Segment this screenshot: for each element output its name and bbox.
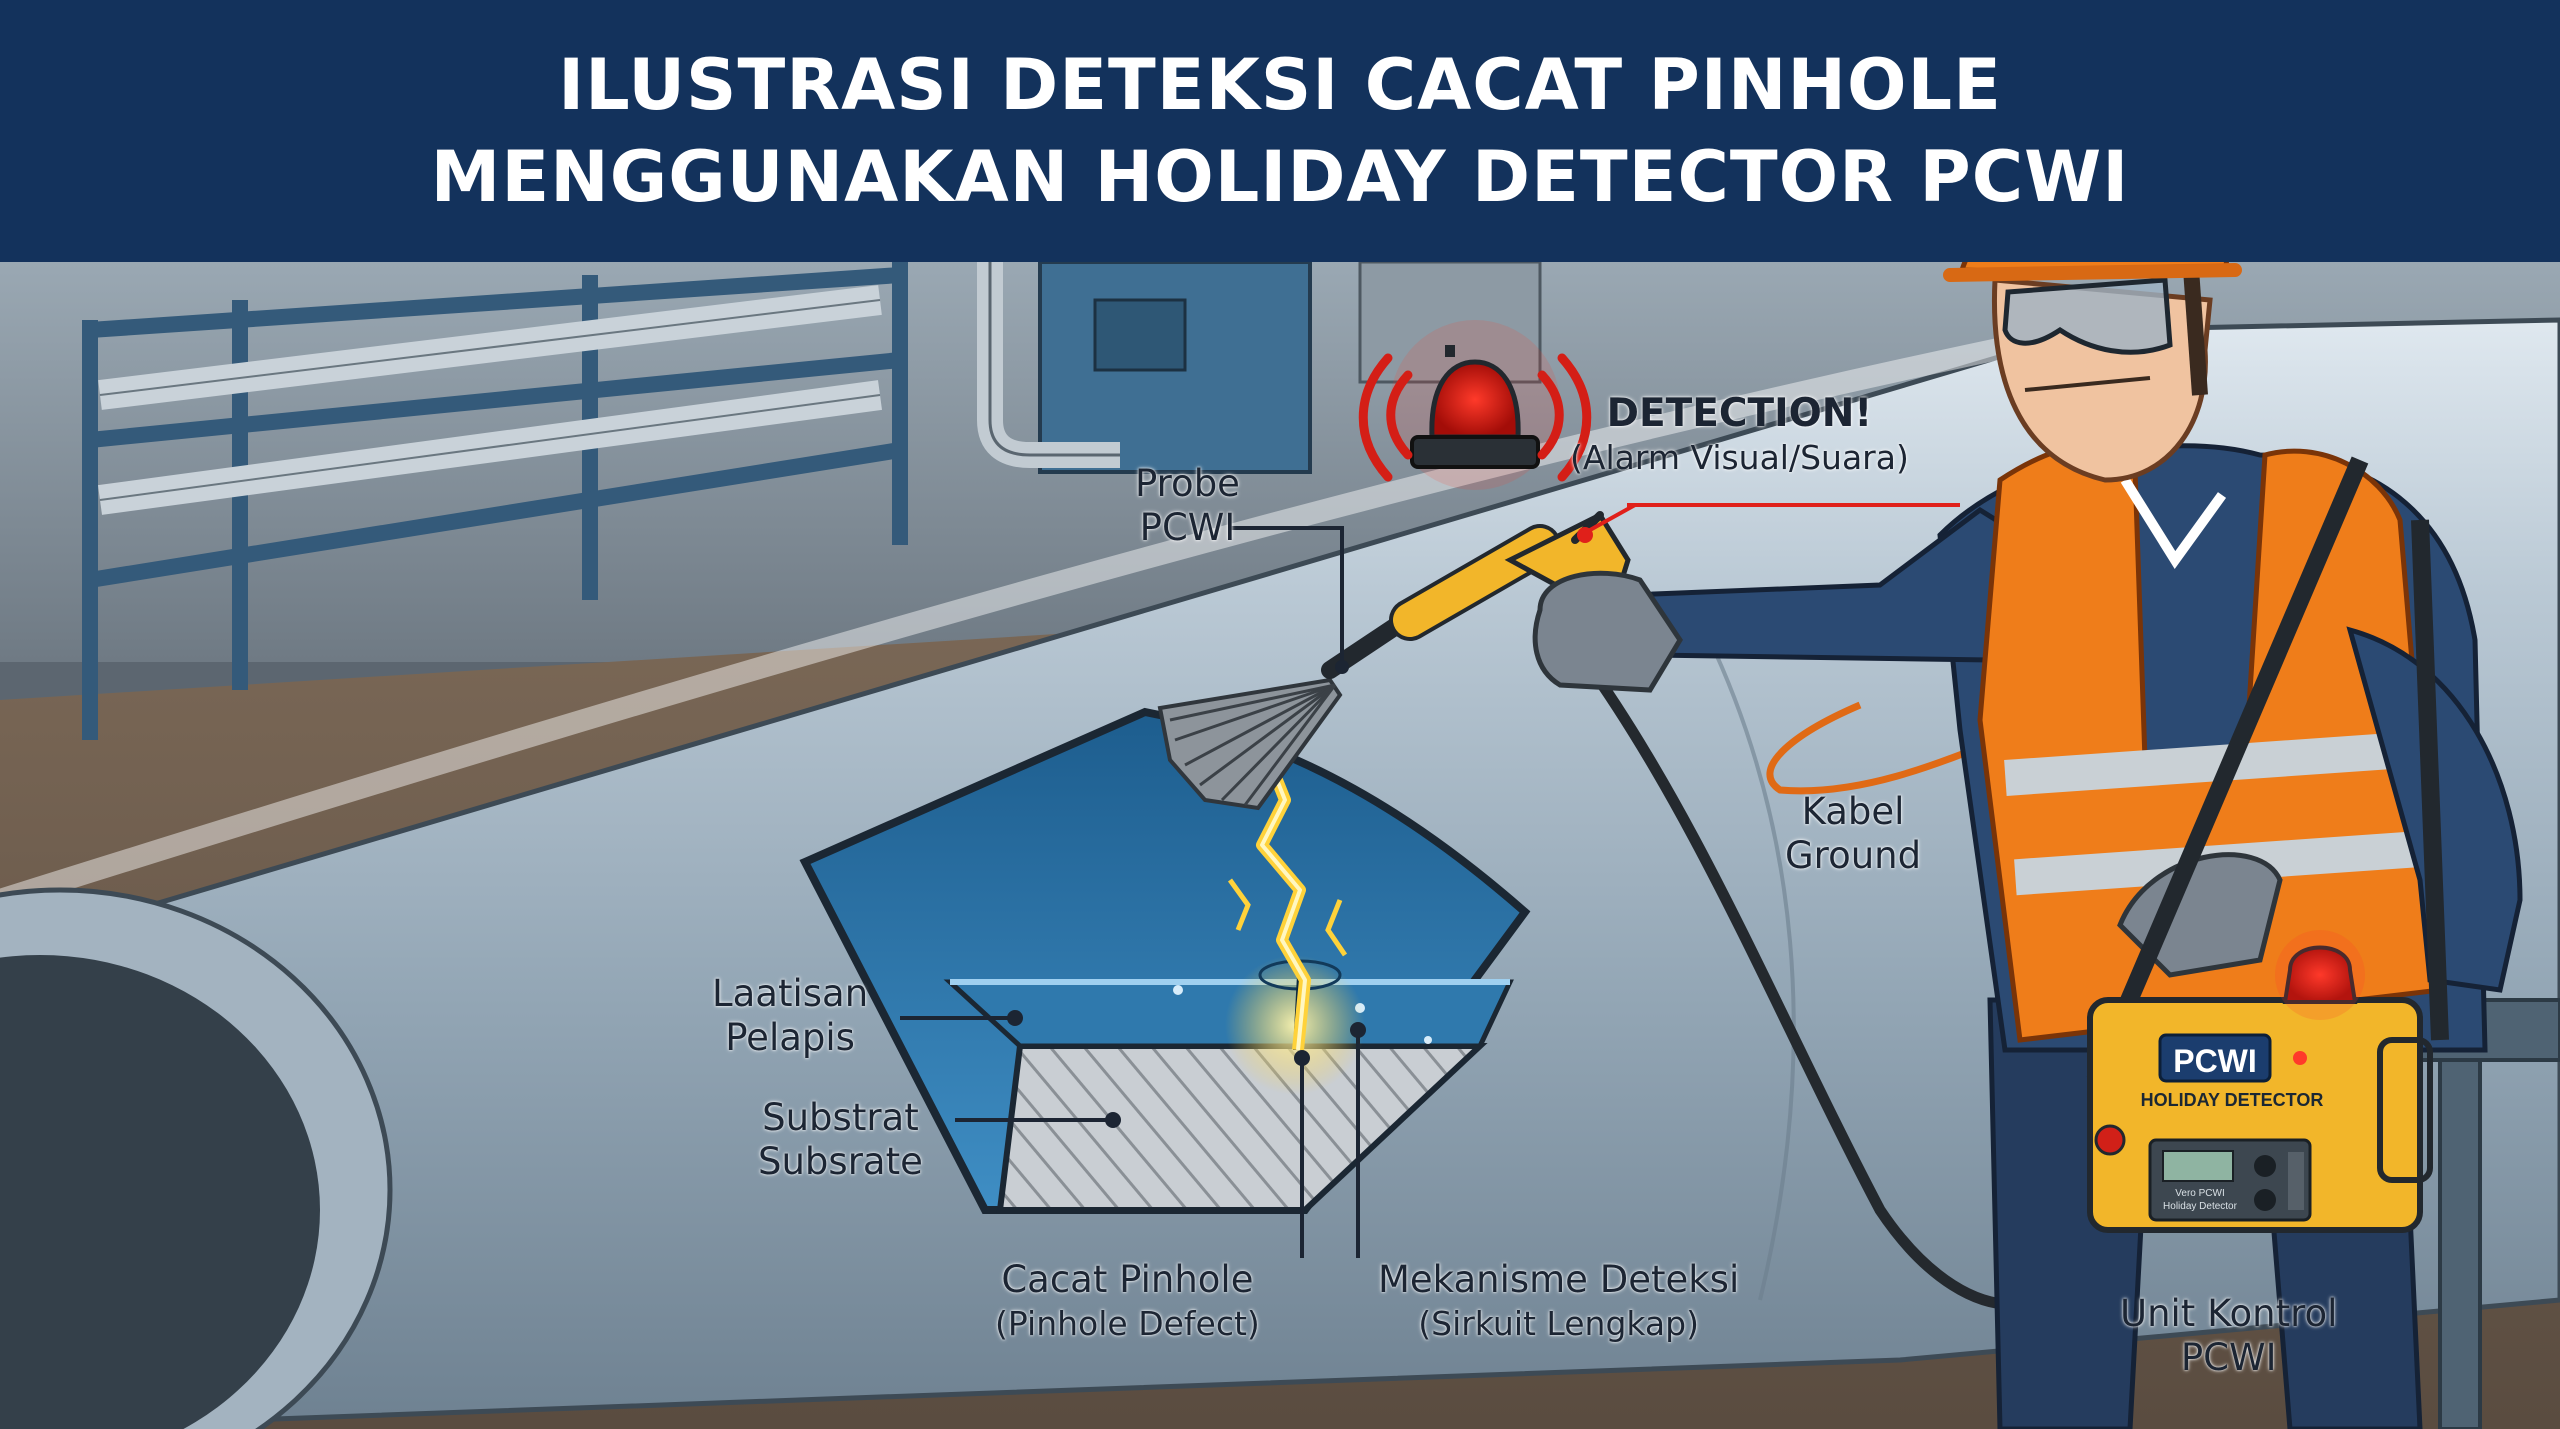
coating-label-line2: Pelapis bbox=[725, 1016, 855, 1059]
pinhole-defect-label-line2: (Pinhole Defect) bbox=[995, 1304, 1260, 1343]
control-unit-label: Unit Kontrol PCWI bbox=[2120, 1292, 2337, 1380]
ground-cable-label-line1: Kabel bbox=[1801, 790, 1905, 833]
illustration-scene: PCWI HOLIDAY DETECTOR Vero PCWI Holiday … bbox=[0, 262, 2560, 1429]
leader-lines bbox=[900, 503, 1960, 1258]
device-brand-text: PCWI bbox=[2173, 1043, 2257, 1079]
control-unit-label-line1: Unit Kontrol bbox=[2120, 1292, 2338, 1335]
safety-goggles-icon bbox=[2002, 277, 2173, 355]
pinhole-defect-label-line1: Cacat Pinhole bbox=[1001, 1258, 1254, 1301]
ground-cable-label: Kabel Ground bbox=[1785, 790, 1921, 878]
detection-mechanism-label-line1: Mekanisme Deteksi bbox=[1378, 1258, 1740, 1301]
probe-brush bbox=[1157, 677, 1343, 811]
rack-pipes bbox=[97, 285, 883, 515]
alarm-beacon-icon bbox=[1358, 320, 1592, 490]
title-line-1: ILUSTRASI DETEKSI CACAT PINHOLE bbox=[558, 44, 2002, 126]
alarm-label: DETECTION! (Alarm Visual/Suara) bbox=[1570, 392, 1909, 480]
device-panel-text-1: Vero PCWI bbox=[2175, 1188, 2224, 1199]
substrate-label-line2: Subsrate bbox=[758, 1140, 923, 1183]
coating-label: Laatisan Pelapis bbox=[712, 972, 868, 1060]
probe-label: Probe PCWI bbox=[1135, 462, 1240, 550]
device-model-text: HOLIDAY DETECTOR bbox=[2141, 1090, 2324, 1110]
title-banner: ILUSTRASI DETEKSI CACAT PINHOLE MENGGUNA… bbox=[0, 0, 2560, 262]
probe-label-line1: Probe bbox=[1135, 462, 1240, 505]
alarm-label-line2: (Alarm Visual/Suara) bbox=[1570, 438, 1909, 477]
device-panel-text-2: Holiday Detector bbox=[2163, 1201, 2238, 1212]
pipe-open-end bbox=[0, 887, 393, 1429]
detection-mechanism-label: Mekanisme Deteksi (Sirkuit Lengkap) bbox=[1378, 1258, 1739, 1346]
control-unit-label-line2: PCWI bbox=[2180, 1336, 2277, 1379]
electric-spark bbox=[1227, 747, 1348, 1051]
substrate-label-line1: Substrat bbox=[762, 1096, 919, 1139]
alarm-label-line1: DETECTION! bbox=[1606, 391, 1873, 436]
substrate-label: Substrat Subsrate bbox=[758, 1096, 923, 1184]
coating-label-line1: Laatisan bbox=[712, 972, 869, 1015]
ground-cable-label-line2: Ground bbox=[1785, 834, 1922, 877]
title-line-2: MENGGUNAKAN HOLIDAY DETECTOR PCWI bbox=[430, 136, 2130, 218]
detection-mechanism-label-line2: (Sirkuit Lengkap) bbox=[1418, 1304, 1699, 1343]
pcwi-control-unit: PCWI HOLIDAY DETECTOR Vero PCWI Holiday … bbox=[2087, 930, 2433, 1233]
probe-label-line2: PCWI bbox=[1139, 506, 1236, 549]
pinhole-defect-label: Cacat Pinhole (Pinhole Defect) bbox=[995, 1258, 1260, 1346]
